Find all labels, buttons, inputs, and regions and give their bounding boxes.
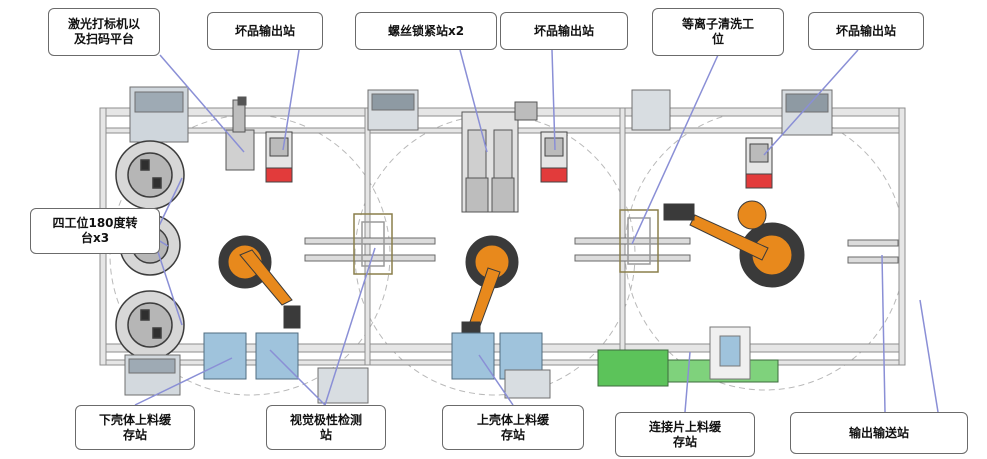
callout-lower-shell-buffer: 下壳体上料缓 存站 xyxy=(75,405,195,450)
callout-reject-output-1: 坏品输出站 xyxy=(207,12,323,50)
callout-reject-output-2: 坏品输出站 xyxy=(500,12,628,50)
callout-plasma-station: 等离子清洗工 位 xyxy=(652,8,784,56)
callout-screw-station: 螺丝锁紧站x2 xyxy=(355,12,497,50)
callout-rotary-table: 四工位180度转 台x3 xyxy=(30,208,160,254)
inspection-gantries xyxy=(353,209,659,275)
screw-tightening-machine xyxy=(461,101,538,213)
callout-reject-output-3: 坏品输出站 xyxy=(808,12,924,50)
callout-laser-marker: 激光打标机以 及扫码平台 xyxy=(48,8,160,56)
robot-arms xyxy=(218,200,805,345)
connector-feeder xyxy=(597,326,779,387)
upper-cabinets xyxy=(129,86,833,143)
callout-output-conveyor: 输出输送站 xyxy=(790,412,968,454)
lower-cabinets xyxy=(124,354,551,404)
callout-upper-shell-buffer: 上壳体上料缓 存站 xyxy=(442,405,584,450)
callout-vision-polarity: 视觉极性检测 站 xyxy=(266,405,386,450)
callout-leaders xyxy=(134,49,939,413)
mid-conveyors xyxy=(304,237,899,264)
reject-stations xyxy=(265,131,773,189)
callout-connector-buffer: 连接片上料缓 存站 xyxy=(615,412,755,457)
